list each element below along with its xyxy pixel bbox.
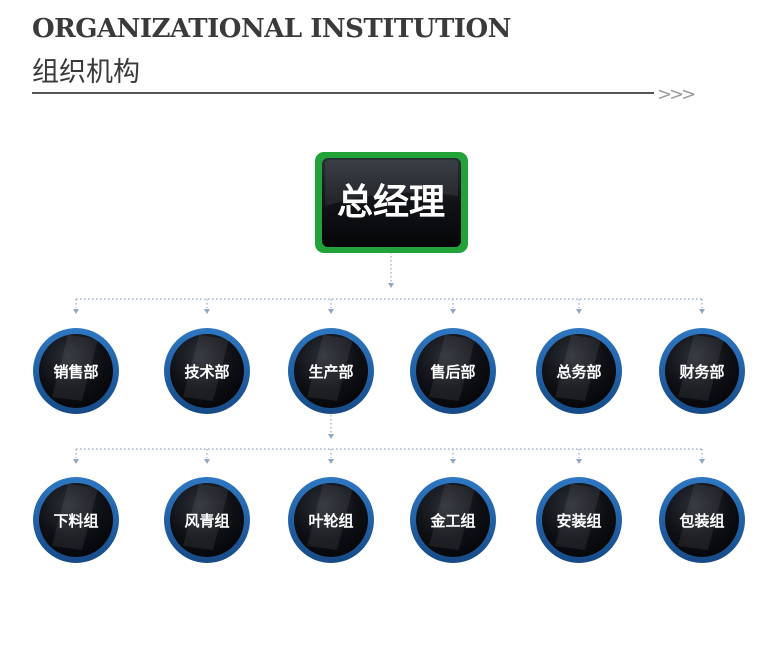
connector-arrow-group	[73, 459, 79, 464]
connector-arrow-department	[204, 309, 210, 314]
department-node-gloss	[678, 335, 724, 401]
group-node-label: 金工组	[429, 512, 475, 530]
group-node[interactable]	[39, 483, 113, 557]
connector-arrow-department	[699, 309, 705, 314]
group-node[interactable]	[294, 483, 368, 557]
group-node-label: 包装组	[679, 512, 724, 530]
department-node[interactable]	[542, 334, 616, 408]
group-node[interactable]	[665, 483, 739, 557]
connector-arrow-department	[450, 309, 456, 314]
department-node-label: 技术部	[184, 363, 229, 381]
department-node-label: 总务部	[556, 363, 601, 381]
group-node-label: 安装组	[556, 512, 601, 530]
connector-arrow-group	[450, 459, 456, 464]
connector-arrow-department	[328, 309, 334, 314]
connector-arrow-group	[328, 459, 334, 464]
title-rule	[32, 92, 654, 94]
connector-arrow-group	[699, 459, 705, 464]
connector-parent-arrow	[328, 434, 334, 439]
department-node-gloss	[52, 335, 98, 401]
department-node[interactable]	[294, 334, 368, 408]
connector-arrow-group	[204, 459, 210, 464]
group-node[interactable]	[416, 483, 490, 557]
department-node-label: 销售部	[53, 363, 98, 381]
group-node-label: 叶轮组	[308, 512, 353, 530]
title-cn: 组织机构	[32, 57, 140, 88]
department-node[interactable]	[170, 334, 244, 408]
connector-root-arrow	[388, 283, 394, 288]
department-node-gloss	[183, 335, 229, 401]
department-node-gloss	[429, 335, 475, 401]
department-node-label: 生产部	[308, 363, 353, 381]
department-node[interactable]	[665, 334, 739, 408]
group-node-label: 下料组	[53, 512, 98, 530]
group-node-gloss	[307, 484, 353, 550]
root-node-gloss	[325, 160, 458, 206]
connector-arrow-group	[576, 459, 582, 464]
chevrons-icon: >>>	[657, 84, 696, 105]
department-node-label: 售后部	[430, 363, 475, 381]
group-node-gloss	[678, 484, 724, 550]
group-node-gloss	[52, 484, 98, 550]
department-node-label: 财务部	[679, 363, 724, 381]
group-node-gloss	[555, 484, 601, 550]
department-node[interactable]	[39, 334, 113, 408]
title-en: ORGANIZATIONAL INSTITUTION	[32, 14, 511, 44]
department-node[interactable]	[416, 334, 490, 408]
root-node-label: 总经理	[337, 182, 445, 223]
root-node[interactable]	[322, 158, 461, 247]
department-node-gloss	[307, 335, 353, 401]
group-node[interactable]	[542, 483, 616, 557]
group-node-label: 风青组	[184, 512, 229, 530]
group-node[interactable]	[170, 483, 244, 557]
connector-arrow-department	[576, 309, 582, 314]
department-node-gloss	[555, 335, 601, 401]
group-node-gloss	[429, 484, 475, 550]
group-node-gloss	[183, 484, 229, 550]
connector-arrow-department	[73, 309, 79, 314]
